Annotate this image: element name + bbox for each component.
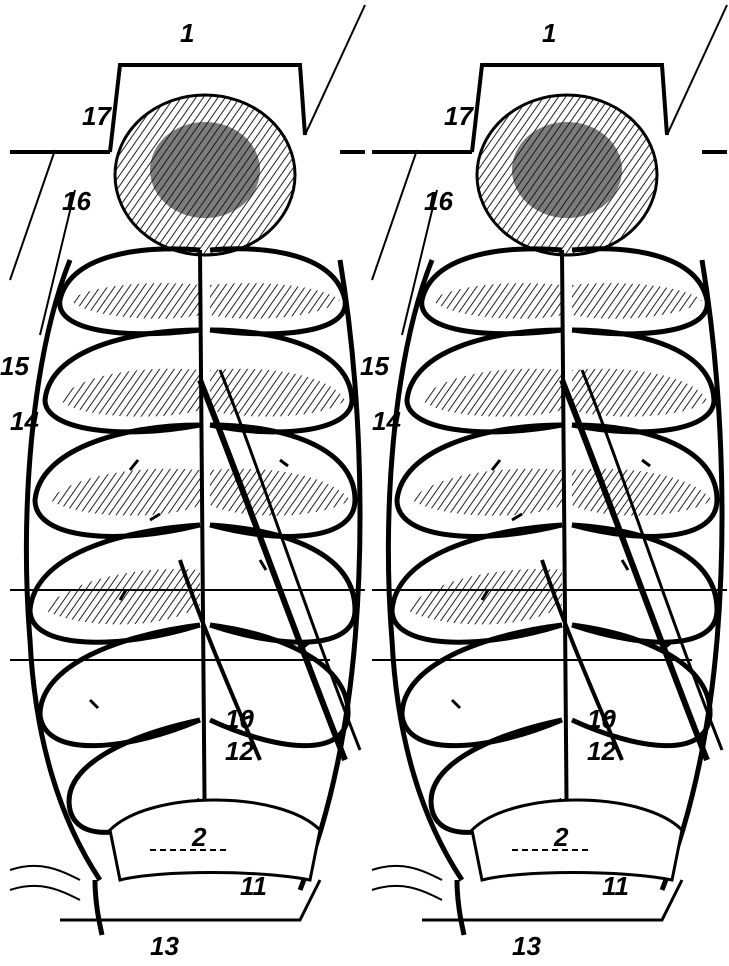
label-right-17: 17 (444, 101, 474, 131)
label-left-16: 16 (62, 186, 91, 216)
label-left-2: 2 (191, 822, 207, 852)
label-right-14: 14 (372, 406, 401, 436)
thorax-panel-right (372, 5, 727, 935)
label-left-14: 14 (10, 406, 39, 436)
label-left-17: 17 (82, 101, 112, 131)
label-left-15: 15 (0, 351, 29, 381)
label-left-13: 13 (150, 931, 179, 961)
label-right-1: 1 (542, 18, 556, 48)
label-left-12: 12 (225, 736, 254, 766)
label-right-13: 13 (512, 931, 541, 961)
label-right-2: 2 (553, 822, 569, 852)
label-left-11: 11 (240, 871, 267, 901)
label-right-12: 12 (587, 736, 616, 766)
label-right-11: 11 (602, 871, 629, 901)
label-left-10: 10 (225, 704, 254, 734)
label-left-1: 1 (180, 18, 194, 48)
thorax-panel-left (10, 5, 365, 935)
label-right-16: 16 (424, 186, 453, 216)
label-right-15: 15 (360, 351, 389, 381)
label-right-10: 10 (587, 704, 616, 734)
